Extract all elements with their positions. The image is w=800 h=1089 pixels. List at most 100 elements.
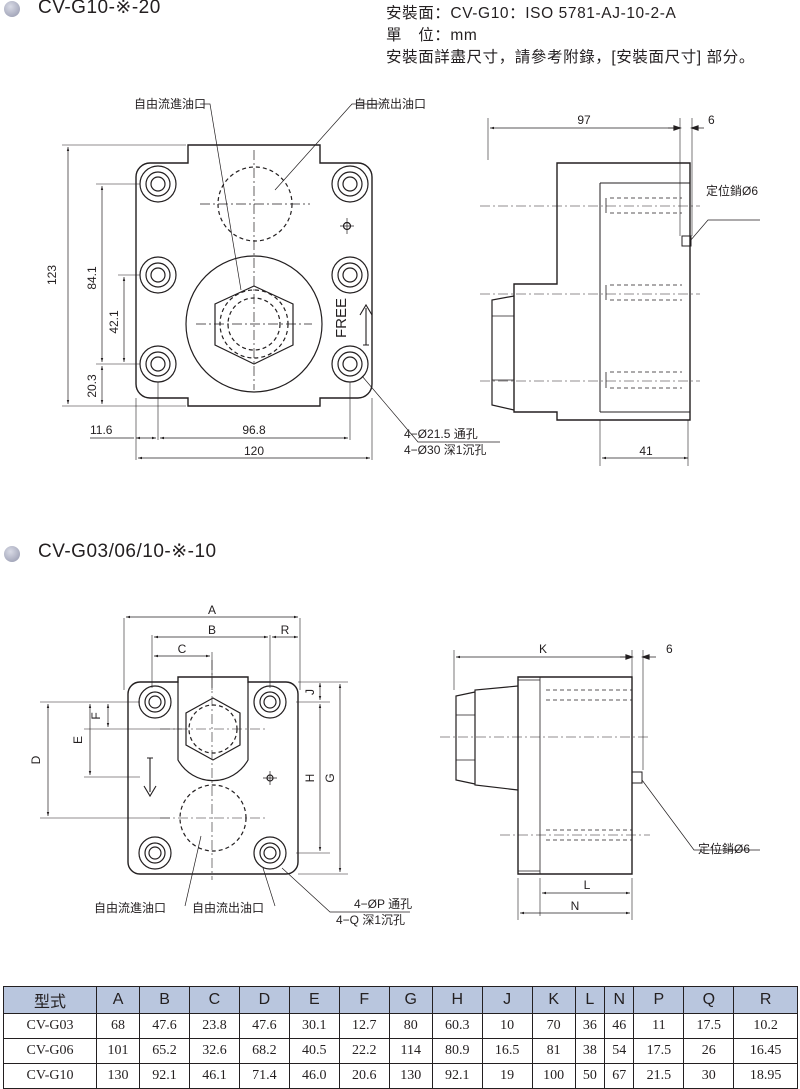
table-header-cell: F <box>338 986 390 1014</box>
free-in-label-2: 自由流進油口 <box>94 901 166 915</box>
table-cell: 20.6 <box>338 1063 390 1089</box>
dimension-table: 型式 A B C D E F G H J K L N P Q R CV-G03 … <box>3 986 798 1089</box>
table-cell: 54 <box>604 1038 635 1064</box>
table-header-cell: H <box>431 986 483 1014</box>
pin-label: 定位銷Ø6 <box>706 183 758 198</box>
table-cell: 30.1 <box>288 1013 340 1039</box>
table-cell: 22.2 <box>338 1038 390 1064</box>
table-cell: 17.5 <box>633 1038 685 1064</box>
dim-l-label: L <box>584 878 591 892</box>
table-cell: 30 <box>683 1063 735 1089</box>
dim-b-label: B <box>208 623 216 637</box>
dim-42-1-label: 42.1 <box>107 310 121 334</box>
table-cell: 40.5 <box>288 1038 340 1064</box>
section1-bullet-icon <box>4 1 20 17</box>
section2-title: CV-G03/06/10-※-10 <box>38 541 217 562</box>
table-cell: 101 <box>95 1038 141 1064</box>
table-cell: 16.5 <box>481 1038 533 1064</box>
hole-through-label-2: 4−ØP 通孔 <box>354 897 412 911</box>
table-cell: 80 <box>388 1013 433 1039</box>
table-header-cell: C <box>189 986 240 1014</box>
table-header-row: 型式 A B C D E F G H J K L N P Q R <box>3 986 798 1014</box>
table-cell: 36 <box>574 1013 606 1039</box>
table-header-cell: R <box>733 986 798 1014</box>
table-cell: 19 <box>481 1063 533 1089</box>
table-cell: 46.1 <box>189 1063 240 1089</box>
table-header-cell: D <box>238 986 290 1014</box>
dim-11-6-label: 11.6 <box>90 423 113 437</box>
table-cell: 38 <box>574 1038 606 1064</box>
table-cell: 71.4 <box>238 1063 290 1089</box>
dim-j-label: J <box>303 689 317 695</box>
dim-123-label: 123 <box>45 265 59 285</box>
table-cell: 47.6 <box>238 1013 290 1039</box>
dim-96-8-label: 96.8 <box>242 423 266 437</box>
dim-k-label: K <box>539 642 547 656</box>
table-header-cell: E <box>288 986 340 1014</box>
table-header-cell: N <box>604 986 635 1014</box>
dim-c-label: C <box>178 642 187 656</box>
table-cell: 68.2 <box>238 1038 290 1064</box>
cv-g10-20-drawing: 123 84.1 42.1 20.3 11.6 96.8 120 97 6 41… <box>45 97 760 466</box>
table-header-cell: L <box>574 986 606 1014</box>
table-cell: 46.0 <box>288 1063 340 1089</box>
free-out-label-2: 自由流出油口 <box>192 901 264 915</box>
table-cell: 17.5 <box>683 1013 735 1039</box>
dim-97-label: 97 <box>577 113 591 127</box>
table-cell-model: CV-G06 <box>3 1038 97 1064</box>
table-cell: 23.8 <box>189 1013 240 1039</box>
table-cell: 10.2 <box>733 1013 798 1039</box>
hole-counterbore-label-2: 4−Q 深1沉孔 <box>336 913 405 927</box>
table-header-cell: P <box>633 986 685 1014</box>
unit-text: 單 位：mm <box>386 27 478 44</box>
table-cell: 21.5 <box>633 1063 685 1089</box>
dim-g-label: G <box>323 773 337 782</box>
table-header-cell: B <box>139 986 190 1014</box>
table-cell: 50 <box>574 1063 606 1089</box>
dim-h-label: H <box>303 774 317 783</box>
table-header-cell: 型式 <box>3 986 97 1014</box>
table-cell: 92.1 <box>431 1063 483 1089</box>
section1-title: CV-G10-※-20 <box>38 0 161 18</box>
cv-g-10-drawing: A B R C D E F J H G K 6 L N 自由流進油口 自由流出油… <box>29 603 760 927</box>
table-cell: 130 <box>388 1063 433 1089</box>
table-cell: 68 <box>95 1013 141 1039</box>
table-header-cell: Q <box>683 986 735 1014</box>
dim-n-label: N <box>571 899 580 913</box>
dim-d-label: D <box>29 755 43 764</box>
table-cell: 70 <box>531 1013 576 1039</box>
free-label: FREE <box>333 298 350 338</box>
table-header-cell: G <box>388 986 433 1014</box>
table-cell: 80.9 <box>431 1038 483 1064</box>
free-out-label: 自由流出油口 <box>354 97 426 111</box>
dim-84-1-label: 84.1 <box>85 266 99 290</box>
hole-through-label: 4−Ø21.5 通孔 <box>404 427 478 441</box>
table-header-cell: J <box>481 986 533 1014</box>
table-row: CV-G06 101 65.2 32.6 68.2 40.5 22.2 114 … <box>3 1038 798 1064</box>
table-cell: 26 <box>683 1038 735 1064</box>
dim-6b-label: 6 <box>666 642 673 656</box>
table-cell: 11 <box>633 1013 685 1039</box>
table-header-cell: K <box>531 986 576 1014</box>
mount-note-text: 安裝面詳盡尺寸，請參考附錄，[安裝面尺寸] 部分。 <box>386 49 755 66</box>
pin-label-2: 定位銷Ø6 <box>698 841 750 856</box>
dim-120-label: 120 <box>244 444 264 458</box>
table-row: CV-G10 130 92.1 46.1 71.4 46.0 20.6 130 … <box>3 1063 798 1089</box>
table-cell: 81 <box>531 1038 576 1064</box>
dim-a-label: A <box>208 603 216 617</box>
dim-20-3-label: 20.3 <box>85 374 99 398</box>
dim-41-label: 41 <box>639 444 653 458</box>
table-cell: 16.45 <box>733 1038 798 1064</box>
table-cell: 18.95 <box>733 1063 798 1089</box>
dim-6-label: 6 <box>708 113 715 127</box>
table-cell: 67 <box>604 1063 635 1089</box>
table-cell: 10 <box>481 1013 533 1039</box>
dim-f-label: F <box>89 712 103 719</box>
table-cell: 60.3 <box>431 1013 483 1039</box>
free-in-label: 自由流進油口 <box>134 97 206 111</box>
hole-counterbore-label: 4−Ø30 深1沉孔 <box>404 443 486 457</box>
table-cell-model: CV-G03 <box>3 1013 97 1039</box>
table-cell: 12.7 <box>338 1013 390 1039</box>
table-cell: 92.1 <box>139 1063 190 1089</box>
table-cell: 130 <box>95 1063 141 1089</box>
